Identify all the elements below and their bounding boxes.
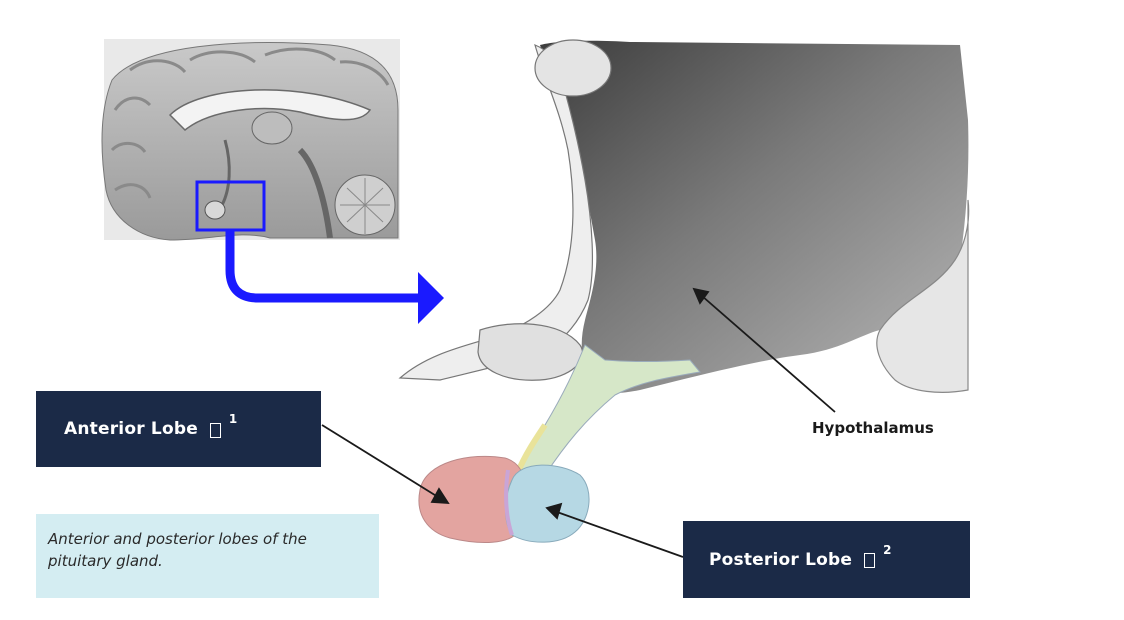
- zoom-arrow-head: [418, 272, 444, 324]
- pituitary-gland: [418, 455, 590, 543]
- hypothalamus-illustration: [398, 39, 970, 476]
- anterior-pointer-head: [430, 487, 450, 505]
- hypothalamus-pointer-head: [692, 287, 710, 305]
- hypothalamus-pointer: [701, 295, 836, 413]
- anterior-ref-number: 1: [228, 412, 238, 426]
- anterior-lobe-text: Anterior Lobe: [64, 419, 198, 439]
- posterior-lobe-label[interactable]: Posterior Lobe 2: [683, 521, 970, 598]
- figure-caption: Anterior and posterior lobes of the pitu…: [36, 514, 379, 598]
- posterior-pointer-head: [545, 502, 563, 520]
- missing-glyph-icon: [209, 422, 221, 438]
- brain-inset: [101, 39, 400, 241]
- posterior-lobe-shape: [505, 464, 590, 543]
- hypothalamus-label: Hypothalamus: [812, 419, 934, 437]
- posterior-pointer: [556, 511, 684, 558]
- posterior-ref-number: 2: [883, 542, 892, 557]
- zoom-arrow: [225, 230, 420, 303]
- posterior-lobe-text: Posterior Lobe: [709, 549, 853, 570]
- anterior-lobe-label[interactable]: Anterior Lobe 1: [36, 391, 321, 467]
- missing-glyph-icon: [864, 553, 876, 568]
- anterior-pointer: [321, 424, 439, 498]
